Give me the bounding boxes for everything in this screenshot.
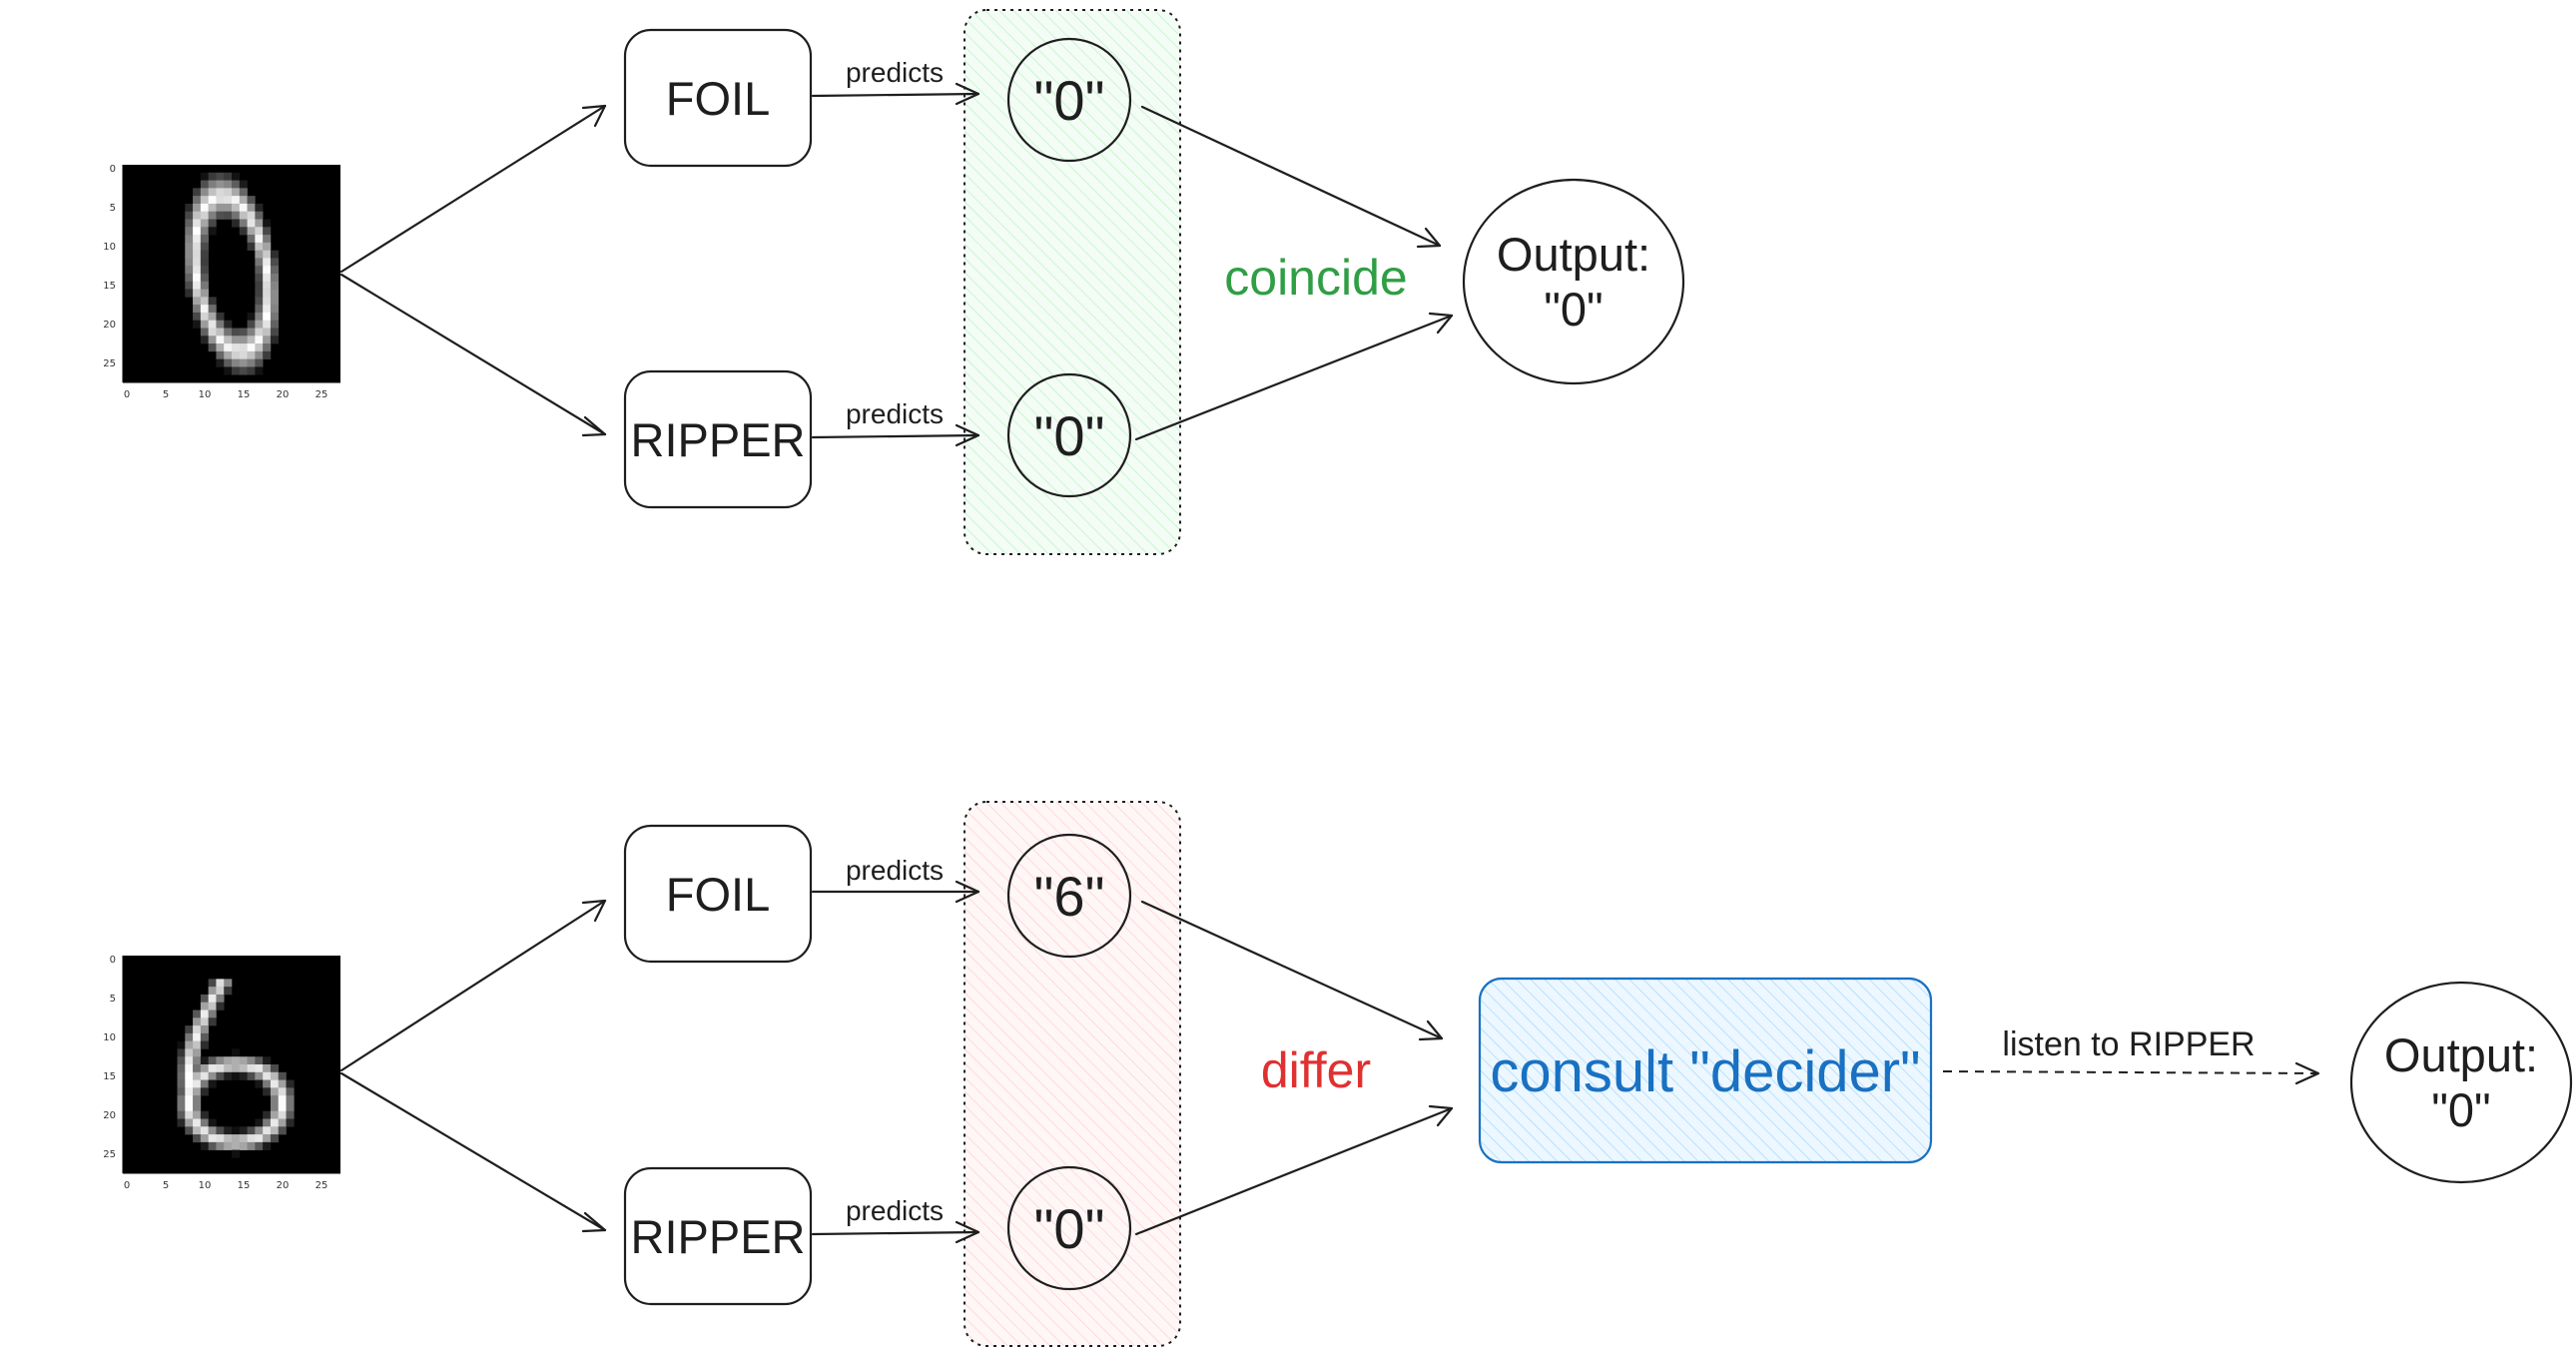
ripper-prediction-label: "0" <box>1034 1197 1105 1260</box>
arrowhead <box>1428 312 1454 335</box>
differ-label: differ <box>1261 1042 1371 1098</box>
arrowhead <box>955 880 980 904</box>
input-image-0 <box>122 165 340 383</box>
x-tick: 25 <box>316 1180 328 1191</box>
y-tick: 0 <box>110 955 116 966</box>
x-tick: 15 <box>238 1180 251 1191</box>
ripper-model-box <box>623 1166 813 1306</box>
foil-prediction-node <box>1006 833 1132 959</box>
x-tick: 0 <box>124 389 130 400</box>
arrowhead <box>955 82 980 106</box>
output-label-line1: Output: <box>1497 228 1650 281</box>
x-tick: 0 <box>124 1180 130 1191</box>
y-tick: 5 <box>110 203 116 214</box>
arrowhead <box>1418 1019 1444 1041</box>
decider-box <box>1478 977 1933 1164</box>
arrow-decider-to-output <box>1942 1070 2319 1074</box>
y-tick: 5 <box>110 994 116 1005</box>
x-tick: 20 <box>277 1180 290 1191</box>
image-6-y-ticks: 0 5 10 15 20 25 <box>103 955 116 1160</box>
arrowhead <box>955 423 980 447</box>
ripper-prediction-node <box>1006 372 1132 498</box>
arrowhead <box>581 1211 607 1233</box>
output-node-agree <box>1462 178 1685 385</box>
foil-prediction-label: "6" <box>1034 865 1105 928</box>
arrowhead <box>1416 227 1442 249</box>
mnist-digit-0-icon <box>185 172 280 375</box>
arrow-image-to-foil <box>339 104 607 274</box>
foil-label: FOIL <box>666 868 770 921</box>
image-axes <box>122 956 340 1174</box>
input-image-6 <box>122 956 340 1174</box>
arrowhead <box>2294 1061 2320 1085</box>
arrow-foil-predicts <box>811 92 980 98</box>
x-tick: 20 <box>277 389 290 400</box>
disagreement-group <box>964 801 1181 1347</box>
y-tick: 20 <box>103 320 116 331</box>
y-tick: 10 <box>103 1032 116 1043</box>
image-0-y-ticks: 0 5 10 15 20 25 <box>103 164 116 369</box>
foil-model-box <box>623 28 813 168</box>
output-label-line2: "0" <box>1544 283 1604 336</box>
arrow-ripper-predicts <box>811 1230 980 1236</box>
scenario-agree: 0 5 10 15 20 25 0 5 10 15 20 25 FOIL RIP… <box>103 9 1685 555</box>
output-label-line1: Output: <box>2384 1028 2538 1081</box>
ripper-prediction-label: "0" <box>1034 404 1105 467</box>
arrow-ripper-to-output <box>1134 314 1454 441</box>
output-node-differ <box>2349 981 2573 1184</box>
foil-prediction-label: "0" <box>1034 69 1105 132</box>
arrowhead <box>581 104 607 128</box>
arrow-image-to-ripper <box>339 1071 607 1232</box>
ripper-model-box <box>623 369 813 509</box>
mnist-digit-6-icon <box>177 979 295 1158</box>
y-tick: 15 <box>103 1071 116 1082</box>
y-tick: 25 <box>103 1149 116 1160</box>
arrowhead <box>581 415 607 437</box>
image-0-x-ticks: 0 5 10 15 20 25 <box>124 389 328 400</box>
y-tick: 20 <box>103 1110 116 1121</box>
x-tick: 5 <box>163 1180 169 1191</box>
x-tick: 5 <box>163 389 169 400</box>
x-tick: 15 <box>238 389 251 400</box>
edge-label-listen-to-ripper: listen to RIPPER <box>2002 1025 2254 1063</box>
ripper-label: RIPPER <box>631 413 806 466</box>
y-tick: 15 <box>103 281 116 292</box>
edge-label-predicts: predicts <box>846 1195 944 1226</box>
arrowhead <box>581 899 607 923</box>
foil-model-box <box>623 824 813 964</box>
arrow-image-to-ripper <box>339 273 607 436</box>
arrow-foil-to-output <box>1140 105 1442 248</box>
arrow-foil-to-decider <box>1140 900 1444 1040</box>
foil-label: FOIL <box>666 72 770 125</box>
image-6-x-ticks: 0 5 10 15 20 25 <box>124 1180 328 1191</box>
scenario-differ: 0 5 10 15 20 25 0 5 10 15 20 25 FOIL RIP… <box>103 801 2573 1347</box>
arrow-ripper-predicts <box>811 433 980 439</box>
x-tick: 25 <box>316 389 328 400</box>
edge-label-predicts: predicts <box>846 57 944 88</box>
arrowhead <box>955 1220 980 1244</box>
image-axes <box>122 165 340 383</box>
ripper-label: RIPPER <box>631 1210 806 1263</box>
x-tick: 10 <box>199 389 212 400</box>
x-tick: 10 <box>199 1180 212 1191</box>
decider-label: consult "decider" <box>1490 1039 1920 1104</box>
edge-label-predicts: predicts <box>846 398 944 429</box>
output-label-line2: "0" <box>2431 1083 2491 1136</box>
arrow-ripper-to-decider <box>1134 1106 1454 1236</box>
arrowhead <box>1428 1104 1454 1127</box>
arrow-image-to-foil <box>339 899 607 1072</box>
edge-label-predicts: predicts <box>846 855 944 886</box>
y-tick: 0 <box>110 164 116 175</box>
coincide-label: coincide <box>1224 250 1407 306</box>
ripper-prediction-node <box>1006 1165 1132 1291</box>
foil-prediction-node <box>1006 37 1132 163</box>
y-tick: 10 <box>103 242 116 253</box>
agreement-group <box>964 9 1181 555</box>
y-tick: 25 <box>103 358 116 369</box>
